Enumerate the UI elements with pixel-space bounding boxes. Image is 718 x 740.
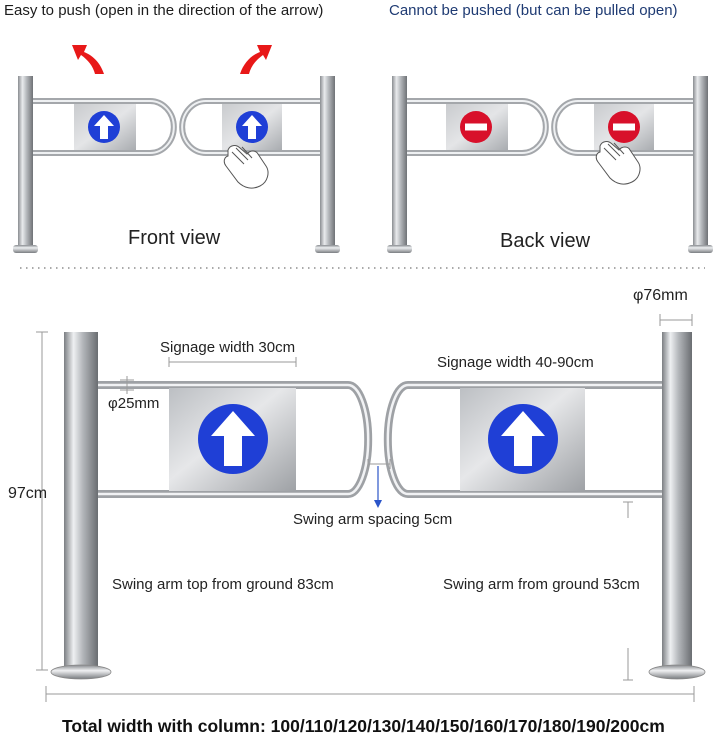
right-column [662,332,692,670]
caption-easy-to-push: Easy to push (open in the direction of t… [4,2,324,19]
total-width-label: Total width with column: 100/110/120/130… [62,716,665,736]
up-arrow-sign-icon [488,404,558,474]
swing-arm-spacing-label: Swing arm spacing 5cm [293,511,453,528]
up-arrow-sign-icon [88,111,120,143]
right-post [693,76,708,248]
up-arrow-sign-icon [198,404,268,474]
tube-diameter-label: φ25mm [108,395,160,412]
swing-arm-top-label: Swing arm top from ground 83cm [112,576,334,593]
hand-icon [595,141,641,185]
hand-icon [223,145,269,189]
left-column-base [50,664,112,680]
front-view-gate [13,45,340,253]
signage-width-right-label: Signage width 40-90cm [437,354,594,371]
left-post-base [13,245,38,253]
right-post-base [688,245,713,253]
push-arrow-icon [240,45,272,74]
height-label: 97cm [8,485,48,502]
no-entry-sign-icon [608,111,640,143]
left-post [18,76,33,248]
no-entry-sign-icon [460,111,492,143]
front-view-label: Front view [128,227,221,249]
left-column [64,332,98,670]
swing-arm-ground-label: Swing arm from ground 53cm [443,576,640,593]
column-diameter-label: φ76mm [633,287,688,304]
right-post [320,76,335,248]
spacing-pointer-head [374,500,382,508]
dimension-lines [36,314,695,702]
signage-width-left-label: Signage width 30cm [160,339,296,356]
left-post [392,76,407,248]
dimension-diagram [36,314,706,702]
push-arrow-icon [72,45,104,74]
back-view-gate [387,76,713,253]
top-illustration [13,45,713,269]
up-arrow-sign-icon [236,111,268,143]
back-view-label: Back view [500,230,591,252]
right-column-base [648,664,706,680]
left-post-base [387,245,412,253]
caption-cannot-be-pushed: Cannot be pushed (but can be pulled open… [389,2,678,19]
right-post-base [315,245,340,253]
